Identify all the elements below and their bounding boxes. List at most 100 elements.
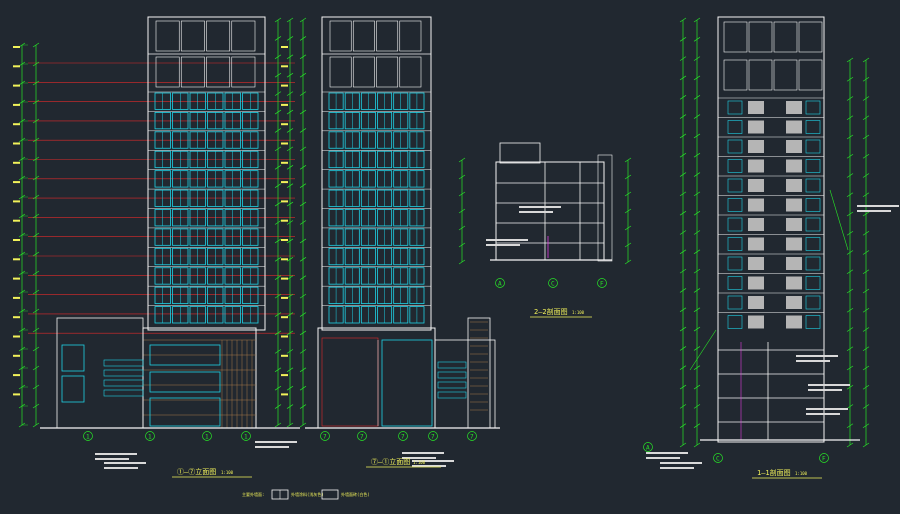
axis-label: 1 xyxy=(244,433,248,440)
dim-section1-right-tick xyxy=(846,134,854,140)
dim-section1-right-b-tick xyxy=(862,76,870,82)
dim-elev2-left-b-tick xyxy=(299,54,307,60)
legend-tile-label: 外墙面砖(白色) xyxy=(341,491,370,497)
dim-elev2-left-tick xyxy=(286,404,294,409)
dim-left-inner-tick xyxy=(32,403,40,409)
dim-elev1-right-tick xyxy=(274,91,282,96)
annex-1-balcony xyxy=(103,379,144,387)
section-1-cut-fill xyxy=(786,140,802,153)
dim-section1-right-b-tick xyxy=(862,423,870,429)
dim-elev1-right-tick xyxy=(274,36,282,41)
dim-elev1-right-tick xyxy=(274,128,282,133)
dim-section1-left-b-tick xyxy=(693,404,701,409)
section-1-cut-fill xyxy=(786,257,802,270)
dim-elev2-left-b-tick xyxy=(299,293,307,299)
dim-elev1-right-tick xyxy=(274,201,282,207)
tower-2-upper-panel xyxy=(376,56,399,88)
dim-section1-left-tick xyxy=(679,268,687,274)
dim-elev2-left-tick xyxy=(286,91,294,96)
window-grid xyxy=(61,92,821,427)
dim-section2-left-tick xyxy=(458,259,466,265)
level-label xyxy=(281,258,288,261)
section-2-roof xyxy=(499,142,541,164)
section-1-window xyxy=(805,256,821,271)
podium-1-window xyxy=(149,344,221,366)
tower-2-outline xyxy=(321,16,432,331)
dim-section1-right-b-tick xyxy=(862,96,870,101)
annotation-text-mark xyxy=(95,453,137,455)
dim-section1-right-b-tick xyxy=(862,346,870,352)
annotation-text-mark xyxy=(808,384,850,386)
annex-1-window xyxy=(61,375,85,403)
dim-section2-left-tick xyxy=(458,191,466,197)
annotation-text-mark xyxy=(660,467,694,469)
dim-section1-left-b-tick xyxy=(693,37,701,42)
dim-section1-left-b-tick xyxy=(693,75,701,81)
section-1-window xyxy=(727,178,743,193)
dim-left-inner-tick xyxy=(32,251,40,257)
annex-2 xyxy=(434,339,496,429)
dim-elev2-left-tick xyxy=(286,201,294,207)
dim-elev2-left-b-tick xyxy=(299,422,307,428)
dim-section1-left-b-tick xyxy=(693,442,701,448)
dim-section1-left-b-tick xyxy=(693,94,701,100)
dim-left-inner-tick xyxy=(32,422,40,428)
section-1-window xyxy=(727,237,743,251)
annotation-text-mark xyxy=(519,211,553,213)
dim-section2-right-tick xyxy=(624,242,632,248)
section-1-cut-fill xyxy=(748,237,764,251)
dim-section1-left-tick xyxy=(679,365,687,371)
annotation-text-mark xyxy=(519,206,561,208)
dim-elev2-left-b-tick xyxy=(299,367,307,373)
dim-section1-left-tick xyxy=(679,17,687,23)
section-1-cut-fill xyxy=(786,276,802,290)
floor-level-lines xyxy=(28,62,295,334)
section-1-window xyxy=(727,256,743,271)
annex-1-balcony xyxy=(103,359,144,367)
annotation-text-mark xyxy=(104,467,138,469)
level-label xyxy=(281,123,288,126)
dim-section1-left-tick xyxy=(679,37,687,42)
section-1-window xyxy=(727,315,743,329)
annotation-text-mark xyxy=(486,239,528,241)
dim-elev1-right-tick xyxy=(274,349,282,354)
dim-elev2-left-tick xyxy=(286,36,294,41)
dim-section1-right-b-tick xyxy=(862,57,870,63)
annotation-text-mark xyxy=(255,446,289,448)
annex-2-balcony xyxy=(437,381,467,389)
level-label xyxy=(13,374,20,377)
level-label xyxy=(13,219,20,222)
annotation-text-mark xyxy=(402,457,436,459)
dim-elev2-left-tick xyxy=(286,349,294,354)
dim-section1-right-b-tick xyxy=(862,134,870,140)
section-1-cut-fill xyxy=(748,257,764,270)
section-1-cut-fill xyxy=(748,140,764,153)
level-label xyxy=(13,161,20,164)
level-label xyxy=(281,103,288,106)
level-label xyxy=(281,65,288,68)
dim-elev2-left-b-tick xyxy=(299,146,307,152)
dim-elev2-left-tick xyxy=(286,257,294,262)
dim-section1-left-b-tick xyxy=(693,288,701,293)
section-2-2-caption: 2—2剖面图 xyxy=(534,307,568,316)
section-1-cut-fill xyxy=(748,198,764,212)
annotation-text-mark xyxy=(412,465,446,467)
section-1-window xyxy=(727,100,743,115)
tower-2-roof-panel xyxy=(399,20,422,52)
level-label xyxy=(281,181,288,184)
annotation-text-mark xyxy=(646,457,680,459)
section-1-window xyxy=(805,159,821,173)
axis-label: 7 xyxy=(470,433,474,440)
annotation-text-mark xyxy=(412,460,454,462)
section-1-leader xyxy=(829,189,849,251)
podium-1-window xyxy=(149,371,221,393)
dim-section1-right-tick xyxy=(846,115,854,121)
dim-section1-left-tick xyxy=(679,133,687,139)
tower-1-roof-panel xyxy=(231,20,256,52)
dim-elev2-left-tick xyxy=(286,330,294,336)
dim-section1-right-tick xyxy=(846,346,854,352)
dim-section2-left-tick xyxy=(458,242,466,248)
section-1-cut-fill xyxy=(786,315,802,329)
section-1-window xyxy=(805,139,821,154)
